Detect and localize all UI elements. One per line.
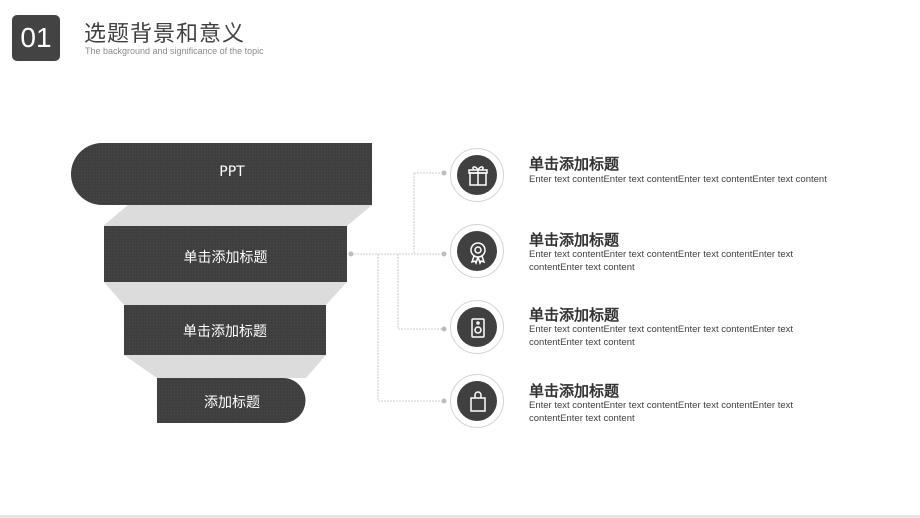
item-4-title: 单击添加标题 <box>529 382 620 400</box>
funnel-label-4: 添加标题 <box>204 395 260 411</box>
page-subtitle: The background and significance of the t… <box>85 46 264 56</box>
funnel-ribbon-1 <box>103 205 372 226</box>
funnel-band-1 <box>71 143 372 205</box>
section-number-badge: 01 <box>12 15 60 61</box>
item-4-desc: Enter text contentEnter text contentEnte… <box>529 400 794 424</box>
funnel-label-3: 单击添加标题 <box>183 324 267 340</box>
item-2-desc: Enter text contentEnter text contentEnte… <box>529 249 794 273</box>
connector-dots <box>348 170 447 404</box>
item-3-desc: Enter text contentEnter text contentEnte… <box>529 324 794 348</box>
funnel-band-2 <box>104 226 347 282</box>
item-3-title: 单击添加标题 <box>529 306 620 324</box>
connector-lines <box>351 172 444 402</box>
item-2-title: 单击添加标题 <box>529 231 620 249</box>
funnel-label-2: 单击添加标题 <box>183 250 268 266</box>
funnel-band-4 <box>157 378 306 423</box>
item-3-icon-ring <box>450 300 504 354</box>
item-4-icon-ring <box>450 374 504 428</box>
funnel-band-3 <box>124 305 326 355</box>
shopping-bag-icon <box>470 391 486 412</box>
page-title: 选题背景和意义 <box>84 22 246 47</box>
award-badge-icon <box>470 242 486 265</box>
funnel-ribbon-3 <box>124 355 326 378</box>
item-2-icon-ring <box>450 224 504 278</box>
gift-icon <box>468 166 488 186</box>
item-1-title: 单击添加标题 <box>529 155 620 173</box>
bottom-divider <box>0 515 920 518</box>
funnel-ribbon-2 <box>104 282 347 305</box>
speaker-icon <box>471 318 485 338</box>
item-1-desc: Enter text contentEnter text contentEnte… <box>529 174 827 185</box>
item-1-icon-ring <box>450 148 504 202</box>
funnel-label-1: PPT <box>219 164 245 180</box>
